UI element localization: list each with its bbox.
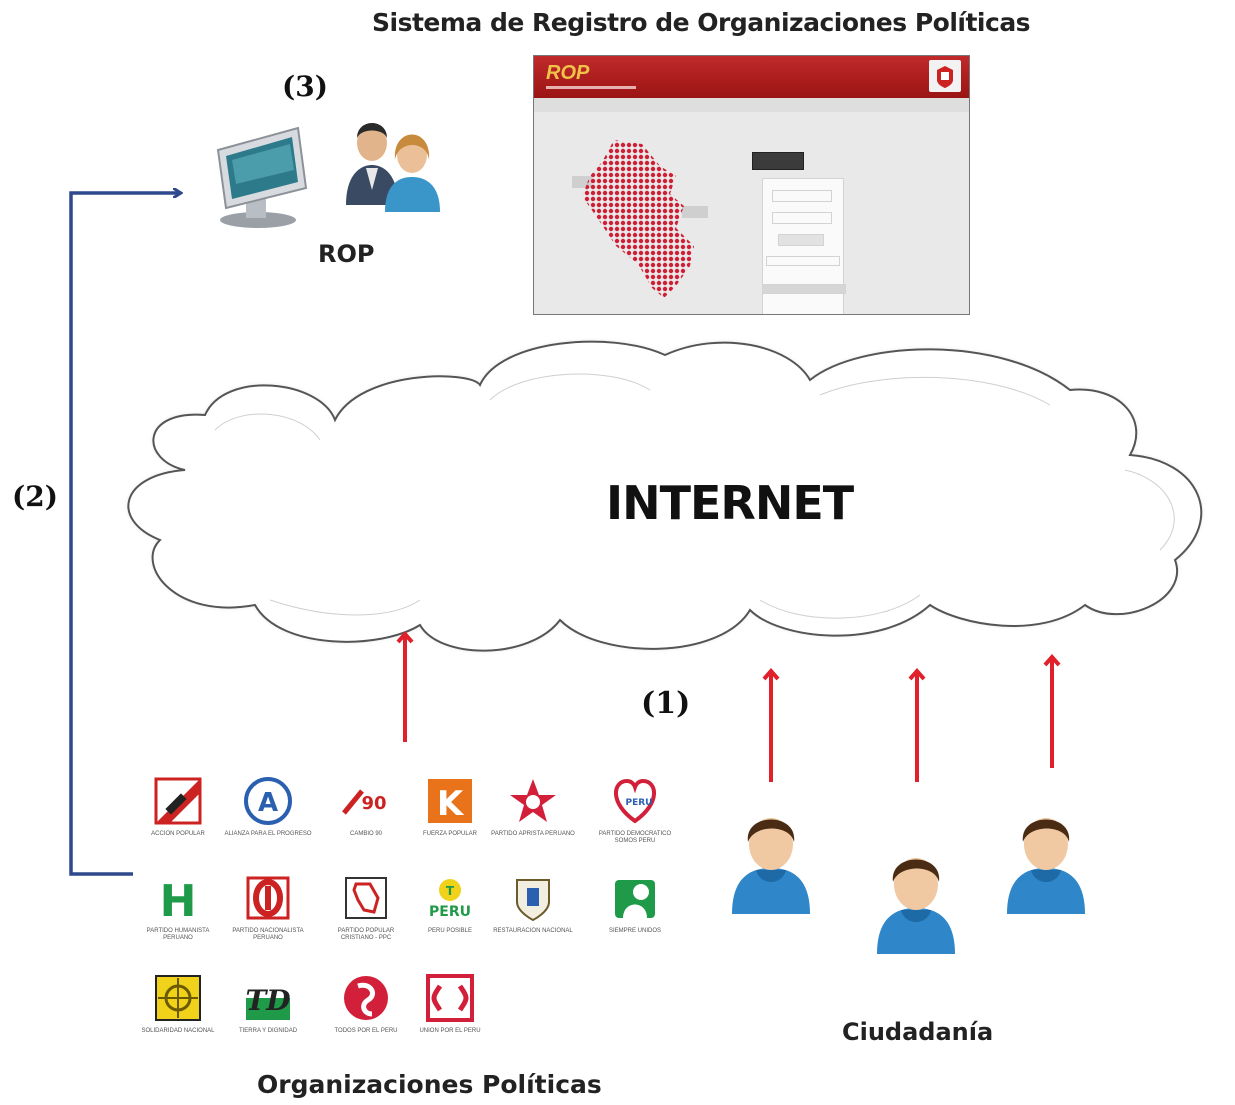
cloud-texture bbox=[214, 373, 1175, 619]
svg-text:A: A bbox=[258, 788, 278, 818]
screenshot-header: ROP bbox=[534, 56, 969, 98]
party-caption: Partido Aprista Peruano bbox=[491, 831, 575, 837]
computer-icon bbox=[216, 126, 308, 228]
svg-text:T: T bbox=[446, 884, 455, 898]
diagram-title: Sistema de Registro de Organizaciones Po… bbox=[372, 8, 1031, 37]
party-caption: Alianza para el Progreso bbox=[224, 831, 312, 837]
k-logo-icon: K bbox=[428, 779, 472, 824]
apra-star-logo-icon bbox=[510, 779, 556, 822]
login-banner bbox=[752, 152, 804, 170]
cambio90-logo-icon: 90 bbox=[342, 787, 390, 815]
svg-text:PERU: PERU bbox=[429, 904, 471, 920]
party-caption: Partido Humanista Peruano bbox=[146, 928, 210, 941]
party-caption: Tierra y Dignidad bbox=[238, 1028, 298, 1034]
somos-peru-heart-logo-icon: PERU bbox=[614, 778, 656, 824]
party-caption: Restauracion Nacional bbox=[493, 928, 573, 934]
rop-label: ROP bbox=[318, 240, 375, 268]
login-button bbox=[778, 234, 824, 246]
party-caption: Fuerza Popular bbox=[422, 831, 477, 837]
party-caption: Todos por el Peru bbox=[334, 1028, 398, 1034]
username-field bbox=[772, 190, 832, 202]
citizen-icon bbox=[1007, 818, 1085, 914]
todos-por-el-peru-logo-icon bbox=[344, 976, 388, 1020]
flow-connector-2 bbox=[69, 193, 180, 876]
citizen-icon bbox=[877, 858, 955, 954]
party-caption: Partido Nacionalista Peruano bbox=[232, 928, 304, 941]
svg-text:90: 90 bbox=[361, 793, 386, 814]
party-caption: Siempre Unidos bbox=[608, 928, 661, 934]
step-2-label: (2) bbox=[12, 480, 58, 513]
party-caption: Accion Popular bbox=[151, 831, 205, 837]
party-caption: Union por el Peru bbox=[419, 1028, 481, 1034]
login-link bbox=[766, 256, 840, 266]
step-3-label: (3) bbox=[282, 70, 328, 103]
password-field bbox=[772, 212, 832, 224]
td-logo-icon: TD bbox=[245, 984, 291, 1020]
screenshot-footer bbox=[762, 284, 846, 294]
screenshot-nav-bar bbox=[534, 98, 969, 112]
ppc-map-logo-icon bbox=[345, 877, 387, 919]
restauracion-logo-icon bbox=[516, 879, 550, 922]
parties-label: Organizaciones Políticas bbox=[257, 1070, 602, 1099]
party-caption: Solidaridad Nacional bbox=[141, 1028, 215, 1034]
peru-posible-logo-icon: T PERU bbox=[429, 879, 471, 920]
screenshot-subtitle-bar bbox=[546, 86, 636, 89]
party-caption: Partido Popular Cristiano - PPC bbox=[337, 928, 395, 941]
party-caption: Partido Democratico Somos Peru bbox=[598, 831, 672, 844]
ap-pencil-logo-icon bbox=[154, 777, 202, 825]
pnp-logo-icon bbox=[246, 876, 290, 920]
citizen-icon bbox=[732, 818, 810, 914]
h-logo-icon: H bbox=[156, 876, 200, 924]
national-shield-icon bbox=[929, 60, 961, 92]
screenshot-app-title: ROP bbox=[546, 62, 590, 84]
peru-map-icon bbox=[572, 140, 708, 298]
upp-logo-icon bbox=[426, 974, 474, 1022]
svg-text:TD: TD bbox=[245, 984, 291, 1017]
party-caption: Peru Posible bbox=[427, 928, 472, 934]
internet-cloud bbox=[127, 340, 1203, 652]
citizens-label: Ciudadanía bbox=[842, 1018, 994, 1046]
party-caption: Cambio 90 bbox=[349, 831, 382, 837]
svg-text:PERU: PERU bbox=[626, 798, 653, 808]
solidaridad-sun-logo-icon bbox=[155, 975, 201, 1021]
svg-text:H: H bbox=[160, 876, 197, 924]
svg-text:K: K bbox=[437, 784, 465, 824]
step-1-label: (1) bbox=[641, 686, 691, 721]
internet-label: INTERNET bbox=[606, 476, 854, 530]
staff-icon bbox=[346, 123, 440, 212]
app-a-logo-icon: A bbox=[244, 777, 292, 825]
siempre-unidos-logo-icon bbox=[615, 880, 655, 918]
rop-web-screenshot: ROP bbox=[533, 55, 970, 315]
